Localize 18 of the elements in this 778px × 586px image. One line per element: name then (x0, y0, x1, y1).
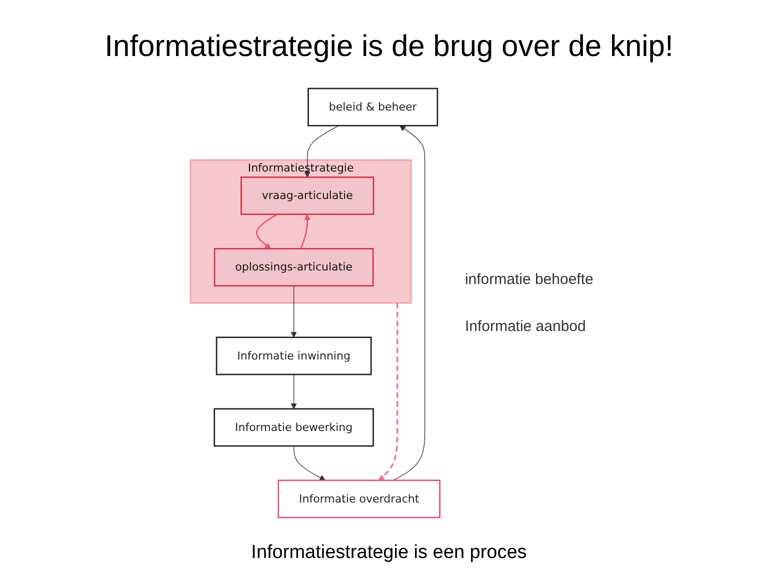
arrow (378, 303, 398, 481)
region-label: informatie behoefte (464, 271, 594, 288)
node-box: Informatie inwinning (216, 336, 372, 376)
title: Informatiestrategie is de brug over de knip! (104, 30, 674, 64)
node-box: Informatie bewerking (213, 408, 374, 447)
caption: Informatiestrategie is een proces (251, 542, 527, 564)
arrow (290, 374, 296, 410)
region-label: Informatie aanbod (464, 318, 587, 335)
node-box: beleid & beheer (307, 88, 438, 126)
arrow (392, 125, 425, 481)
arrow (304, 125, 339, 178)
node-box: oplossings-articulatie (214, 248, 374, 286)
arrow (290, 285, 296, 338)
arrow (293, 446, 326, 481)
node-box: vraag-articulatie (240, 176, 374, 215)
node-box: Informatie overdracht (277, 480, 440, 518)
arrow (256, 214, 278, 249)
arrow (300, 214, 310, 249)
